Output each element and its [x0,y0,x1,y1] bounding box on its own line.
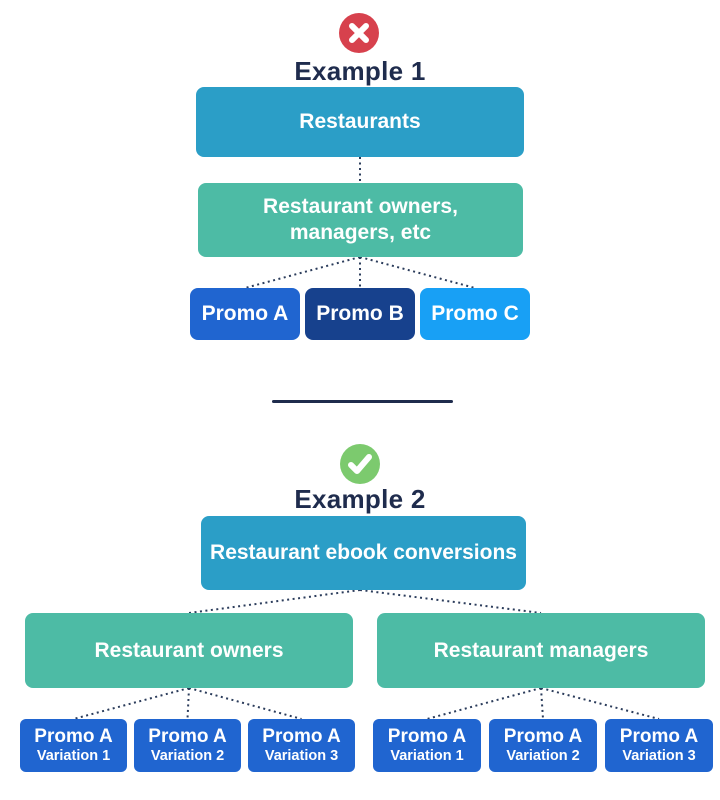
example1-adset-node: Restaurant owners, managers, etc [198,183,523,257]
ad-title: Promo A [503,726,583,747]
example1-title: Example 1 [294,56,426,86]
ad-subtitle: Variation 2 [150,748,225,764]
example2-campaign-label: Restaurant ebook conversions [210,541,517,564]
owners-ad-node-variation-3: Promo A Variation 3 [248,719,355,772]
adset-owners-label: Restaurant owners [94,638,284,662]
ad-title: Promo A [619,726,699,747]
ad-title: Promo A [262,726,341,747]
example1-ad-node-promo-a: Promo A [190,288,300,340]
ad-subtitle: Variation 3 [264,748,339,764]
ad-title: Promo A [34,726,113,747]
promo-a-label: Promo A [201,302,289,325]
owners-ad-node-variation-2: Promo A Variation 2 [134,719,241,772]
example2-adset-node-owners: Restaurant owners [25,613,353,688]
ad-subtitle: Variation 2 [506,748,580,764]
section-divider [272,400,453,403]
example1-adset-label-line2: managers, etc [289,221,432,244]
managers-ad-node-variation-1: Promo A Variation 1 [373,719,481,772]
example2-title: Example 2 [294,484,426,514]
example2-adset-node-managers: Restaurant managers [377,613,705,688]
ad-title: Promo A [148,726,227,747]
x-icon [339,13,379,53]
promo-c-label: Promo C [431,302,519,325]
owners-ad-node-variation-1: Promo A Variation 1 [20,719,127,772]
managers-ad-node-variation-2: Promo A Variation 2 [489,719,597,772]
example1-ad-node-promo-b: Promo B [305,288,415,340]
managers-ad-node-variation-3: Promo A Variation 3 [605,719,713,772]
example1-adset-label-line1: Restaurant owners, [263,195,458,218]
ad-subtitle: Variation 1 [390,748,464,764]
check-icon [340,444,380,484]
example1-ad-node-promo-c: Promo C [420,288,530,340]
example1-campaign-node: Restaurants [196,87,524,157]
ad-title: Promo A [387,726,467,747]
ad-subtitle: Variation 1 [36,748,111,764]
ad-subtitle: Variation 3 [622,748,696,764]
promo-b-label: Promo B [316,302,404,325]
example2-campaign-node: Restaurant ebook conversions [201,516,526,590]
adset-managers-label: Restaurant managers [433,638,649,662]
example1-campaign-label: Restaurants [299,110,421,133]
